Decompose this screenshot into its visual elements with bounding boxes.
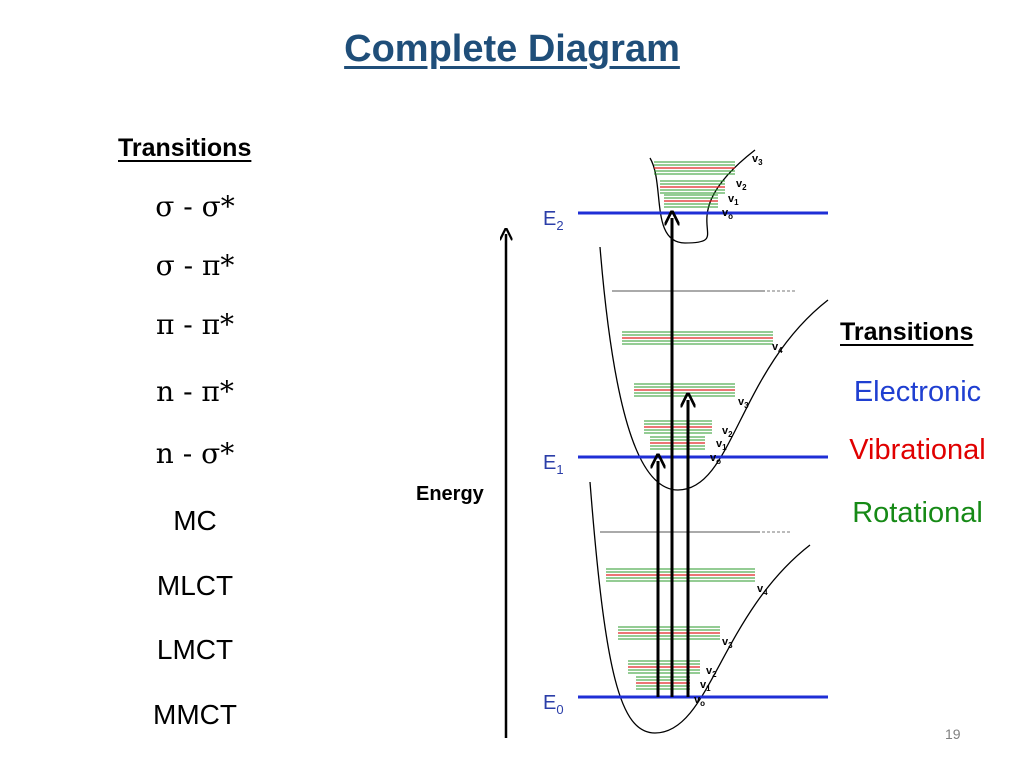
transition-n-sigma-star: n - σ*: [155, 437, 235, 470]
potential-curve: [649, 149, 756, 244]
vibrational-quantum-label: v2: [706, 665, 717, 679]
vibrational-quantum-label: v4: [757, 583, 768, 597]
vibrational-quantum-label: v1: [700, 679, 711, 693]
vibrational-quantum-label: vo: [710, 452, 721, 466]
transition-sigma-pi-star: σ - π*: [155, 249, 235, 282]
transitions-heading-left: Transitions: [118, 134, 252, 162]
transitions-heading-right: Transitions: [840, 318, 974, 346]
legend-rotational: Rotational: [852, 497, 983, 529]
legend-electronic: Electronic: [853, 376, 982, 408]
transition-mlct: MLCT: [156, 570, 234, 601]
slide-title: Complete Diagram: [344, 28, 680, 70]
vibrational-quantum-label: v2: [736, 178, 747, 192]
transition-sigma-sigma-star: σ - σ*: [155, 190, 235, 223]
vibrational-quantum-label: v1: [716, 438, 727, 452]
vibrational-quantum-label: v3: [722, 636, 733, 650]
potential-curve: [589, 481, 811, 734]
vibrational-quantum-label: v2: [722, 425, 733, 439]
vibrational-quantum-label: v3: [738, 396, 749, 410]
transition-lmct: LMCT: [156, 634, 234, 665]
transition-mc: MC: [173, 505, 217, 536]
potential-curve: [599, 246, 829, 491]
electronic-level-label: E1: [543, 452, 564, 477]
legend-vibrational: Vibrational: [849, 434, 986, 466]
electronic-level-label: E0: [543, 692, 564, 717]
electronic-level-label: E2: [543, 208, 564, 233]
transition-mmct: MMCT: [153, 699, 237, 730]
transition-n-pi-star: n - π*: [156, 375, 234, 408]
vibrational-quantum-label: v3: [752, 153, 763, 167]
page-number: 19: [945, 726, 961, 742]
vibrational-quantum-label: vo: [694, 694, 705, 708]
potential-wells: [578, 149, 829, 734]
vibrational-quantum-label: vo: [722, 207, 733, 221]
energy-axis-label: Energy: [416, 483, 484, 505]
vibrational-quantum-label: v4: [772, 341, 783, 355]
transition-pi-pi-star: π - π*: [155, 308, 235, 341]
vibrational-quantum-label: v1: [728, 193, 739, 207]
transition-arrows: [506, 218, 688, 738]
